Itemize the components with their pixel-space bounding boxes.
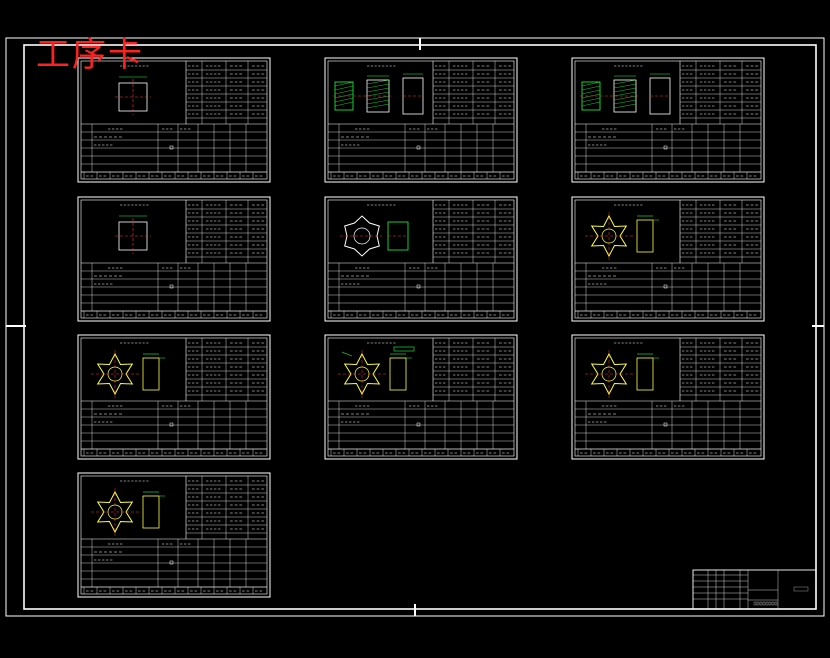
section-hatch	[581, 85, 601, 91]
process-card	[77, 196, 271, 322]
card-frame	[77, 196, 271, 322]
side-view	[636, 219, 654, 253]
section-hatch	[581, 89, 601, 95]
title-block-frame	[692, 569, 817, 610]
card-inner-frame	[80, 337, 268, 457]
section-hatch	[613, 95, 637, 101]
star-profile	[96, 490, 134, 534]
process-card	[77, 472, 271, 598]
ops-mark	[169, 145, 174, 150]
section-hatch	[613, 83, 637, 89]
process-card	[77, 57, 271, 183]
ops-mark	[169, 560, 174, 565]
title-block-glyph	[759, 601, 763, 606]
card-inner-frame	[327, 337, 515, 457]
bore-circle	[107, 504, 123, 520]
process-card	[324, 57, 518, 183]
ops-mark	[416, 422, 421, 427]
section-hatch	[613, 103, 637, 109]
process-card	[571, 196, 765, 322]
card-inner-frame	[327, 199, 515, 319]
ops-mark	[416, 145, 421, 150]
section-hatch	[366, 87, 390, 93]
sheet-title: 工序卡	[36, 35, 144, 75]
card-inner-frame	[574, 60, 762, 180]
process-card	[571, 334, 765, 460]
title-block-glyph	[762, 601, 766, 606]
title-block-glyph	[768, 601, 772, 606]
card-inner-frame	[574, 337, 762, 457]
section-hatch	[334, 101, 354, 107]
bore-circle	[601, 366, 617, 382]
side-view	[142, 357, 160, 391]
title-block-glyph	[774, 601, 778, 606]
outer-frame	[5, 37, 825, 617]
star-profile	[590, 214, 628, 258]
ops-mark	[663, 422, 668, 427]
card-inner-frame	[80, 475, 268, 595]
section-hatch	[366, 83, 390, 89]
ops-mark	[169, 422, 174, 427]
title-block-glyph	[765, 601, 769, 606]
process-card	[77, 334, 271, 460]
section-hatch	[581, 81, 601, 87]
card-frame	[77, 57, 271, 183]
section-hatch	[613, 79, 637, 85]
dimension-tag	[393, 346, 415, 352]
dimension-leader	[341, 351, 353, 357]
title-block	[692, 569, 817, 610]
section-hatch	[613, 91, 637, 97]
title-block-glyph	[753, 601, 757, 606]
section-hatch	[581, 101, 601, 107]
section-hatch	[366, 99, 390, 105]
title-block-glyph	[756, 601, 760, 606]
title-block-glyph	[771, 601, 775, 606]
ops-mark	[169, 284, 174, 289]
card-frame	[77, 472, 271, 598]
ops-mark	[663, 145, 668, 150]
side-view	[636, 357, 654, 391]
section-hatch	[366, 103, 390, 109]
card-frame	[324, 196, 518, 322]
card-frame	[571, 57, 765, 183]
card-frame	[77, 334, 271, 460]
card-inner-frame	[327, 60, 515, 180]
section-hatch	[366, 95, 390, 101]
star-profile	[590, 352, 628, 396]
side-view	[142, 495, 160, 529]
title-block-glyph	[793, 586, 809, 592]
ops-mark	[663, 284, 668, 289]
section-hatch	[613, 87, 637, 93]
process-card	[324, 196, 518, 322]
section-hatch	[366, 79, 390, 85]
star-profile	[343, 352, 381, 396]
card-inner-frame	[574, 199, 762, 319]
section-hatch	[334, 89, 354, 95]
process-card	[571, 57, 765, 183]
ops-mark	[416, 284, 421, 289]
section-hatch	[581, 97, 601, 103]
section-hatch	[334, 81, 354, 87]
card-frame	[324, 334, 518, 460]
section-hatch	[613, 99, 637, 105]
bore-circle	[107, 366, 123, 382]
bore-circle	[601, 228, 617, 244]
card-inner-frame	[80, 60, 268, 180]
process-card	[324, 334, 518, 460]
side-view	[389, 357, 407, 391]
card-frame	[324, 57, 518, 183]
section-hatch	[334, 97, 354, 103]
star-profile	[96, 352, 134, 396]
section-hatch	[366, 91, 390, 97]
card-inner-frame	[80, 199, 268, 319]
section-hatch	[334, 85, 354, 91]
bore-circle	[354, 366, 370, 382]
card-frame	[571, 334, 765, 460]
spline-profile	[344, 215, 380, 257]
card-frame	[571, 196, 765, 322]
